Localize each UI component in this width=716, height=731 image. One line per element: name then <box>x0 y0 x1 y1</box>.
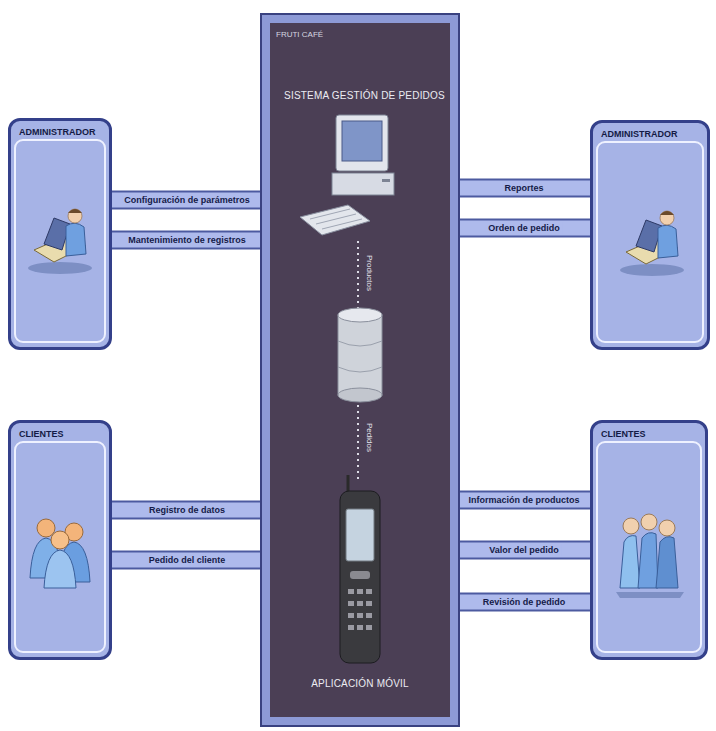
band-outline <box>458 593 590 612</box>
band-outline <box>458 179 590 198</box>
flow-label: Revisión de pedido <box>481 596 568 608</box>
flow-label: Mantenimiento de registros <box>126 234 248 246</box>
system-illustration <box>300 115 394 663</box>
admin-icon <box>620 211 684 276</box>
node-title: ADMINISTRADOR <box>601 129 678 139</box>
flow-label: Configuración de parámetros <box>122 194 252 206</box>
node-title: CLIENTES <box>19 429 64 439</box>
flow-label: Información de productos <box>466 494 581 506</box>
actor-box: CLIENTES <box>590 420 708 660</box>
flow-band <box>112 503 262 518</box>
flow-label: Productos <box>364 255 374 291</box>
clients-icon <box>616 514 684 598</box>
flow-label: Registro de datos <box>147 504 227 516</box>
actor-box: ADMINISTRADOR <box>8 118 112 350</box>
flow-band <box>112 233 262 248</box>
flow-band <box>458 543 590 558</box>
flow-label: Pedido del cliente <box>147 554 228 566</box>
flow-label: Pedidos <box>364 423 374 452</box>
node-title: SISTEMA GESTIÓN DE PEDIDOS <box>284 90 445 101</box>
inner-outline <box>15 140 105 342</box>
band-outline <box>458 219 590 238</box>
band-outline <box>112 191 262 210</box>
node-title: FRUTI CAFÉ <box>276 30 323 39</box>
node-title: APLICACIÓN MÓVIL <box>311 678 409 689</box>
band-outline <box>112 231 262 250</box>
flow-label: Valor del pedido <box>487 544 561 556</box>
flow-band <box>112 553 262 568</box>
node-title: ADMINISTRADOR <box>19 127 96 137</box>
band-outline <box>458 541 590 560</box>
band-outline <box>112 501 262 520</box>
clients-icon <box>30 519 90 588</box>
flow-band <box>112 193 262 208</box>
inner-outline <box>15 442 105 652</box>
flow-band <box>458 221 590 236</box>
flow-label: Reportes <box>502 182 545 194</box>
actor-box: CLIENTES <box>8 420 112 660</box>
flow-band <box>458 181 590 196</box>
node-title: CLIENTES <box>601 429 646 439</box>
flow-band <box>458 493 590 508</box>
inner-outline <box>597 142 703 342</box>
flow-band <box>458 595 590 610</box>
app-node: APLICACIÓN MÓVIL <box>280 673 440 697</box>
inner-outline <box>597 442 701 652</box>
band-outline <box>458 491 590 510</box>
band-outline <box>112 551 262 570</box>
actor-box: ADMINISTRADOR <box>590 120 710 350</box>
flow-label: Orden de pedido <box>486 222 562 234</box>
system-boundary: FRUTI CAFÉ SISTEMA GESTIÓN DE PEDIDOS APLI… <box>262 15 458 725</box>
system-node: SISTEMA GESTIÓN DE PEDIDOS <box>274 85 455 111</box>
admin-icon <box>28 209 92 274</box>
